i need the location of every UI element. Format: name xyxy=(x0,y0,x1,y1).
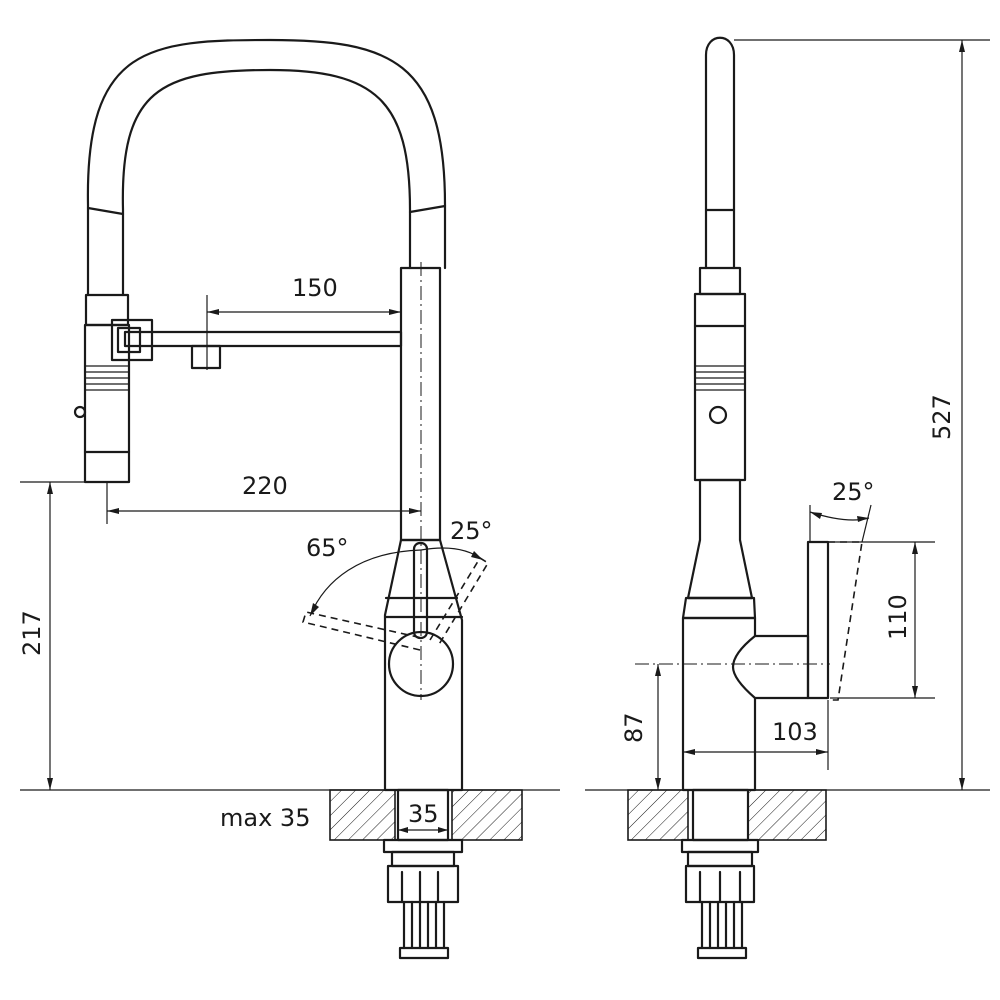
front-view: 150 220 217 65° 25° xyxy=(18,38,560,960)
dim-label-103: 103 xyxy=(772,718,818,746)
dimension-35 xyxy=(398,827,448,833)
side-view: 527 110 87 103 xyxy=(585,36,990,960)
faucet-body-side xyxy=(635,478,863,792)
dimension-220 xyxy=(106,482,421,524)
dim-label-35: 35 xyxy=(408,800,439,828)
holder-arm xyxy=(110,318,403,370)
lever-handle xyxy=(301,541,490,651)
dim-label-220: 220 xyxy=(242,472,288,500)
dimension-87 xyxy=(655,664,661,790)
dim-label-527: 527 xyxy=(928,394,956,440)
dim-label-87: 87 xyxy=(620,712,648,743)
spray-head xyxy=(73,293,131,484)
dimension-103 xyxy=(683,700,829,770)
angle-arcs-front xyxy=(309,547,484,617)
countertop-front xyxy=(20,789,560,841)
dim-label-217: 217 xyxy=(18,610,46,656)
mounting-side xyxy=(680,788,760,960)
dim-label-110: 110 xyxy=(884,594,912,640)
dimension-150 xyxy=(206,295,401,370)
counter-thickness-label: max 35 xyxy=(220,804,310,832)
dim-label-150: 150 xyxy=(292,274,338,302)
spray-head-side xyxy=(693,292,747,482)
angle-arc-side xyxy=(809,504,872,543)
dimension-110 xyxy=(828,541,935,699)
angle-label-65: 65° xyxy=(306,534,349,562)
spout-side xyxy=(698,36,742,296)
countertop-side xyxy=(585,789,990,841)
angle-label-25-side: 25° xyxy=(832,478,875,506)
dimension-217 xyxy=(20,481,85,790)
flexible-spout xyxy=(86,38,447,297)
dimension-527 xyxy=(734,39,990,790)
angle-label-25: 25° xyxy=(450,517,493,545)
mounting-front xyxy=(382,788,464,960)
faucet-body xyxy=(383,538,464,792)
